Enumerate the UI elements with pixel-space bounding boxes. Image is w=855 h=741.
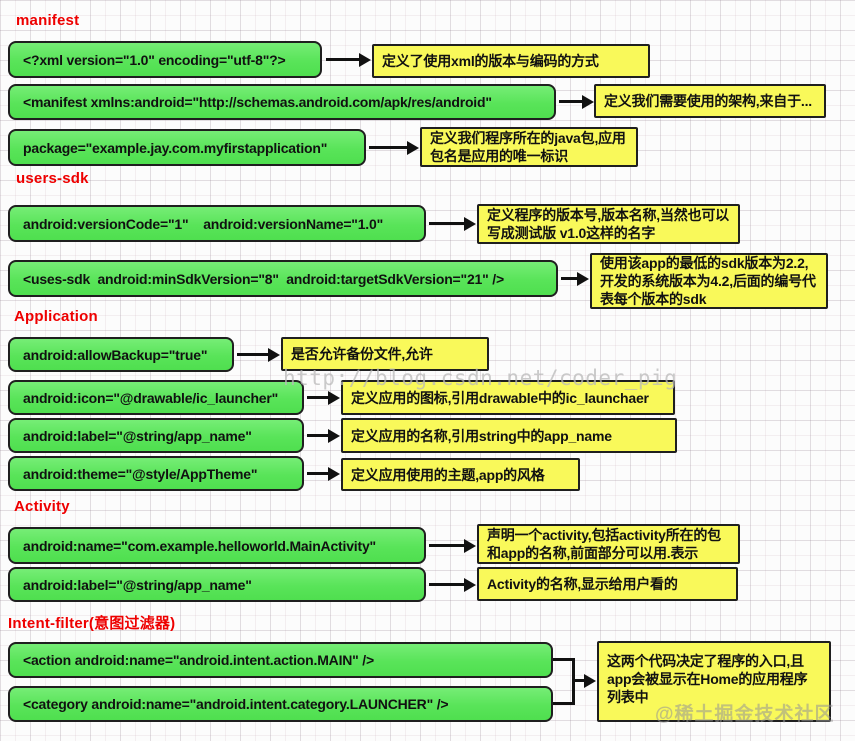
note-box-version: 定义程序的版本号,版本名称,当然也可以写成测试版 v1.0这样的名字 [477,204,740,244]
code-box-version: android:versionCode="1" android:versionN… [8,205,426,242]
section-label-activity: Activity [14,498,70,515]
arrow-right-icon [369,146,407,149]
code-box-allow-backup: android:allowBackup="true" [8,337,234,372]
arrow-right-icon [237,353,268,356]
note-box-activity-label: Activity的名称,显示给用户看的 [477,567,738,601]
arrow-right-icon [429,222,464,225]
arrow-right-icon [307,396,328,399]
code-box-theme: android:theme="@style/AppTheme" [8,456,304,491]
arrow-right-icon [559,100,582,103]
note-box-icon: 定义应用的图标,引用drawable中的ic_launchaer [341,380,675,415]
code-box-activity-label: android:label="@string/app_name" [8,567,426,602]
code-box-xml-declaration: <?xml version="1.0" encoding="utf-8"?> [8,41,322,78]
code-box-app-label: android:label="@string/app_name" [8,418,304,453]
code-box-package: package="example.jay.com.myfirstapplicat… [8,129,366,166]
arrow-right-icon [326,58,359,61]
note-box-theme: 定义应用使用的主题,app的风格 [341,458,580,491]
code-box-action-main: <action android:name="android.intent.act… [8,642,553,678]
code-box-manifest-xmlns: <manifest xmlns:android="http://schemas.… [8,84,556,120]
merge-connector-bottom-stub [553,702,575,705]
merge-connector-top-stub [553,658,575,661]
section-label-intent-filter: Intent-filter(意图过滤器) [8,615,176,632]
arrow-right-icon [307,472,328,475]
note-box-manifest-xmlns: 定义我们需要使用的架构,来自于... [594,84,826,118]
note-box-package: 定义我们程序所在的java包,应用包名是应用的唯一标识 [420,127,638,167]
note-box-app-label: 定义应用的名称,引用string中的app_name [341,418,677,453]
code-box-category-launcher: <category android:name="android.intent.c… [8,686,553,722]
section-label-manifest: manifest [16,12,80,29]
note-box-allow-backup: 是否允许备份文件,允许 [281,337,489,371]
note-box-xml-declaration: 定义了使用xml的版本与编码的方式 [372,44,650,78]
section-label-users-sdk: users-sdk [16,170,89,187]
code-box-icon: android:icon="@drawable/ic_launcher" [8,380,304,415]
note-box-uses-sdk: 使用该app的最低的sdk版本为2.2,开发的系统版本为4.2,后面的编号代表每… [590,253,828,309]
code-box-activity-name: android:name="com.example.helloworld.Mai… [8,527,426,564]
code-box-uses-sdk: <uses-sdk android:minSdkVersion="8" andr… [8,260,558,297]
note-box-intent-filter: 这两个代码决定了程序的入口,且app会被显示在Home的应用程序列表中 [597,641,831,722]
note-box-activity-name: 声明一个activity,包括activity所在的包和app的名称,前面部分可… [477,524,740,564]
arrow-right-icon [429,544,464,547]
arrow-right-icon [574,679,584,682]
arrow-right-icon [561,277,577,280]
arrow-right-icon [307,434,328,437]
section-label-application: Application [14,308,98,325]
arrow-right-icon [429,583,464,586]
